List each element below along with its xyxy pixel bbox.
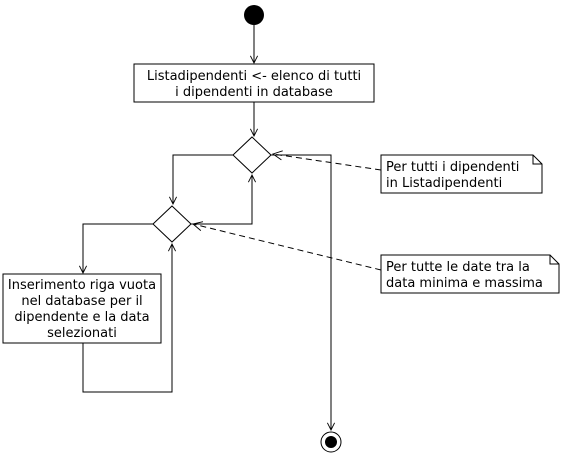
action-inserimento-line-3: dipendente e la data	[14, 310, 149, 325]
action-inserimento-line-2: nel database per il	[21, 294, 142, 309]
note-outer-line-1: Per tutti i dipendenti	[386, 160, 519, 175]
action-inserimento-line-4: selezionati	[47, 326, 117, 341]
final-node	[320, 431, 342, 453]
note-inner-line-1: Per tutte le date tra la	[386, 260, 530, 275]
flow-outer-to-inner-decision	[173, 154, 233, 204]
initial-node	[244, 5, 264, 25]
action-elenco-dipendenti: Listadipendenti <- elenco di tutti i dip…	[133, 63, 375, 103]
flow-insert-back-to-inner	[82, 244, 172, 393]
note-inner-loop: Per tutte le date tra la data minima e m…	[380, 254, 560, 294]
action-elenco-line-1: Listadipendenti <- elenco di tutti	[147, 69, 361, 84]
flow-inner-to-insert-action	[83, 223, 153, 273]
action-inserimento-line-1: Inserimento riga vuota	[8, 278, 156, 293]
note-outer-loop: Per tutti i dipendenti in Listadipendent…	[380, 154, 543, 194]
note-outer-line-2: in Listadipendenti	[386, 176, 502, 191]
action-elenco-line-2: i dipendenti in database	[175, 85, 333, 100]
flow-inner-back-to-outer	[191, 175, 252, 225]
note-inner-line-2: data minima e massima	[386, 276, 543, 291]
decision-inner-loop	[152, 205, 192, 243]
flow-outer-to-final	[271, 154, 331, 430]
note-inner-connector	[193, 224, 382, 271]
note-outer-connector	[273, 154, 382, 171]
action-inserimento-riga: Inserimento riga vuota nel database per …	[2, 273, 162, 344]
decision-outer-loop	[232, 136, 272, 174]
